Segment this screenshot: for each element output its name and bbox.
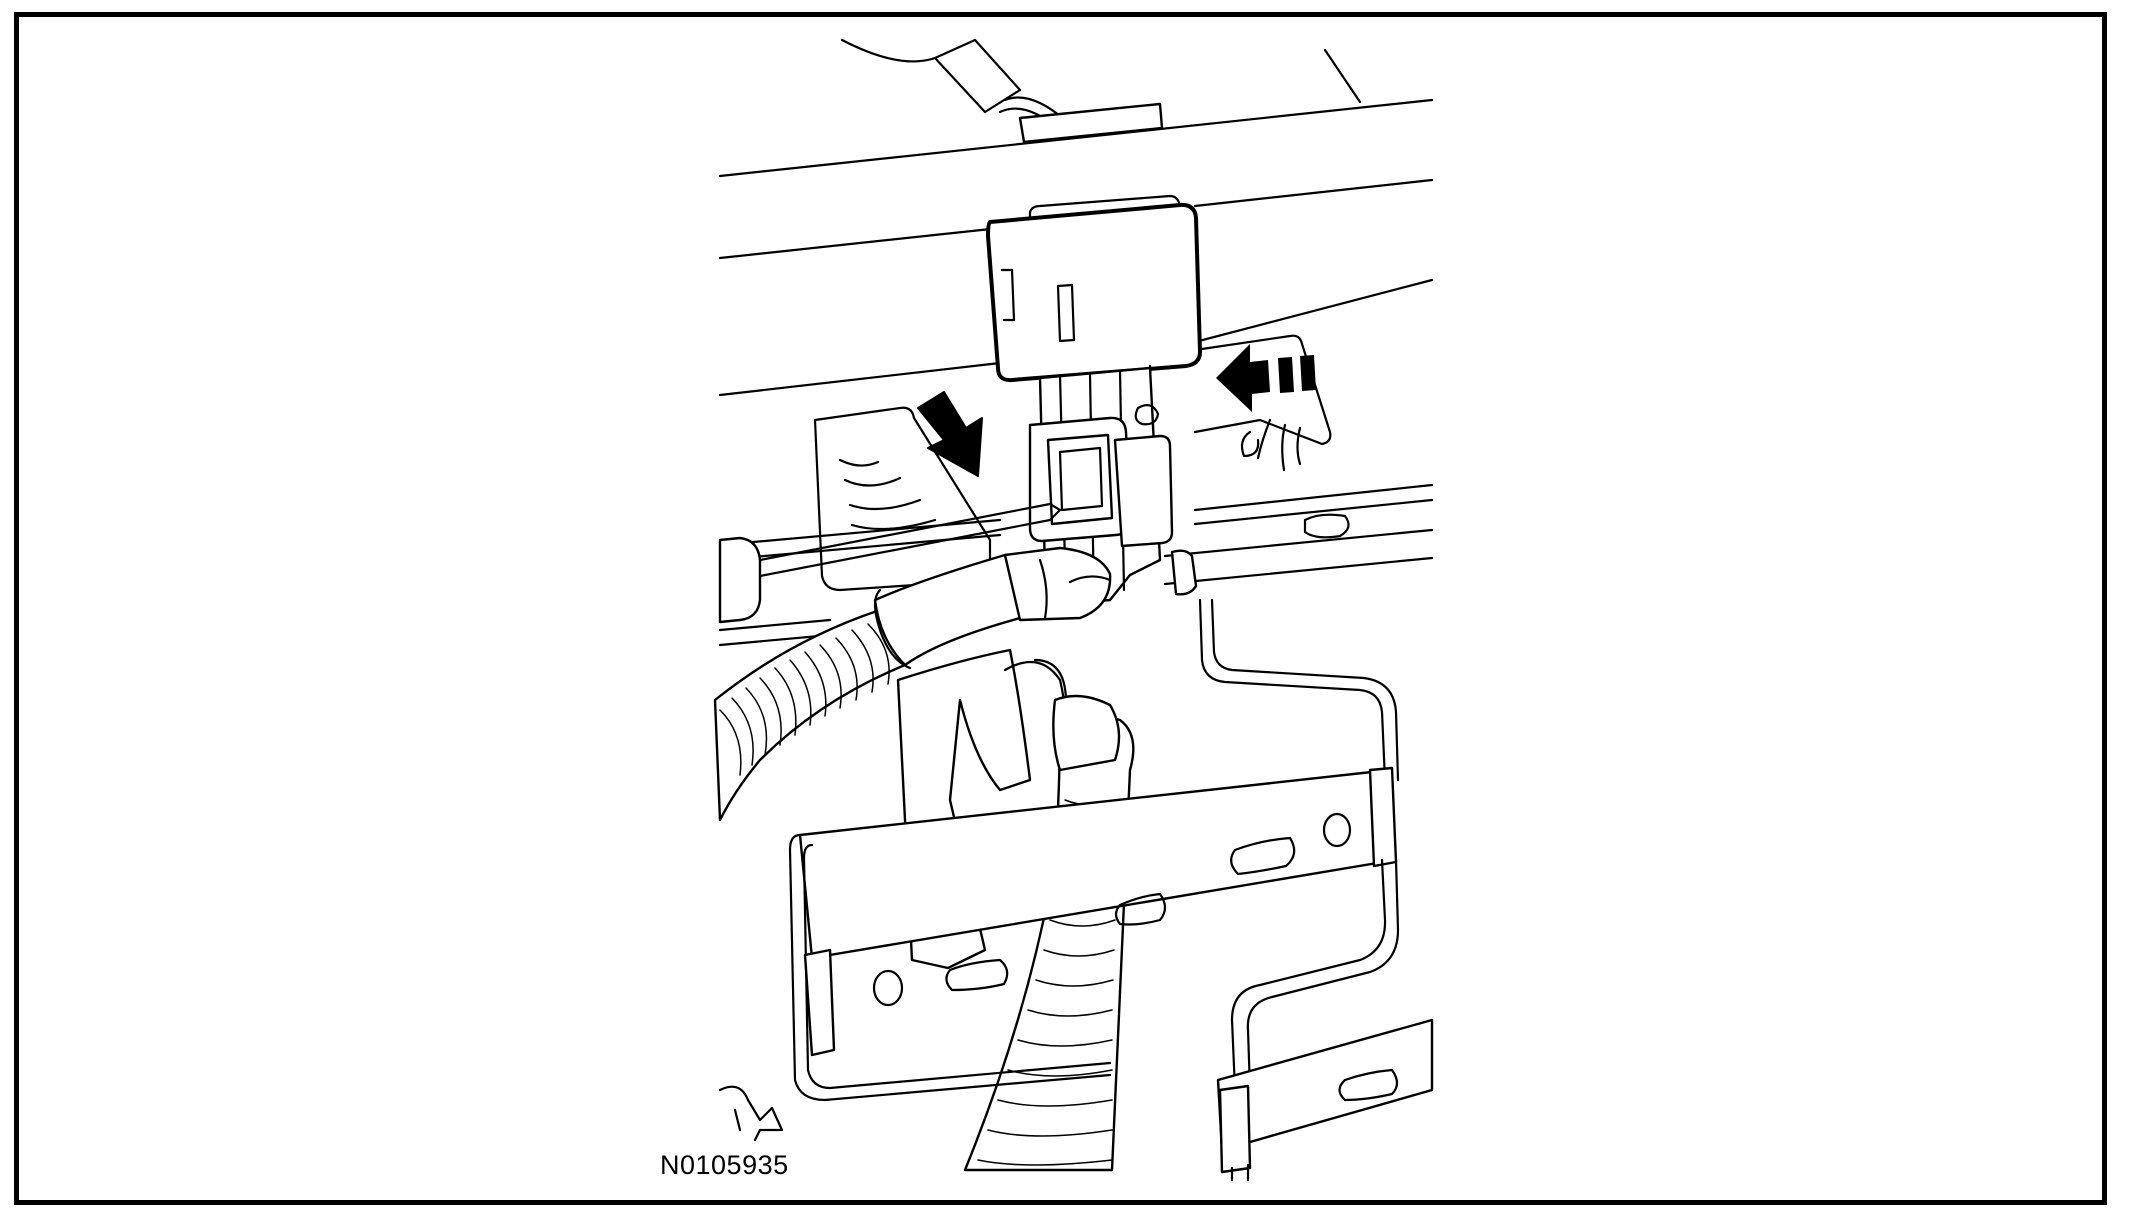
mounting-bracket: [1193, 334, 1350, 539]
upper-wire-pigtail: [933, 38, 1164, 144]
lower-clip-detail: [718, 1085, 784, 1142]
connector-latch-housing: [1028, 366, 1174, 606]
horizontal-rail: [1163, 528, 1434, 596]
release-tab-arrow-icon: [917, 391, 983, 477]
wire-harness-left: [713, 546, 1112, 822]
seat-wire-frame: [788, 598, 1434, 1182]
screwdriver: [718, 502, 1062, 624]
figure-id-label: N0105935: [660, 1150, 789, 1180]
disconnect-direction-arrow-icon: [1216, 344, 1316, 412]
electrical-connector: [986, 194, 1202, 432]
